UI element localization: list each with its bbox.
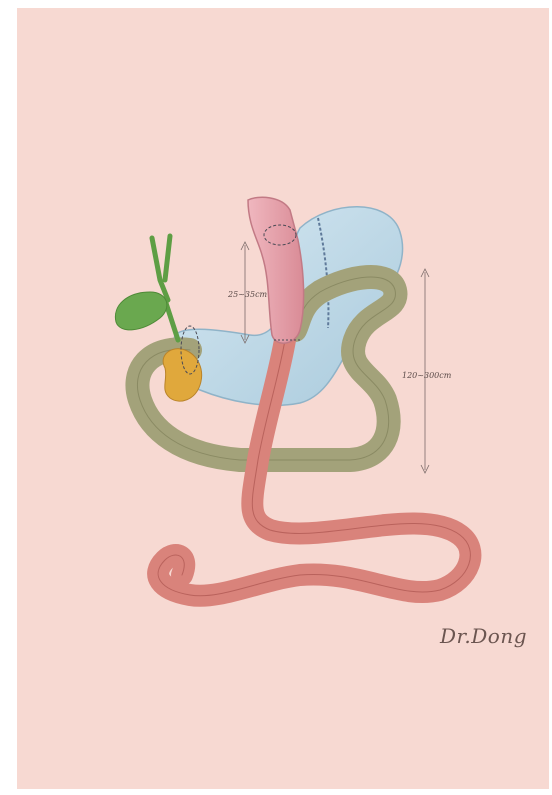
signature: Dr.Dong	[440, 624, 527, 648]
bile-duct	[152, 236, 178, 340]
gallbladder	[115, 292, 166, 330]
limb-length-label-lower: 120~300cm	[402, 371, 451, 380]
limb-length-label-upper: 25~35cm	[228, 290, 267, 299]
gastric-pouch	[248, 197, 304, 343]
